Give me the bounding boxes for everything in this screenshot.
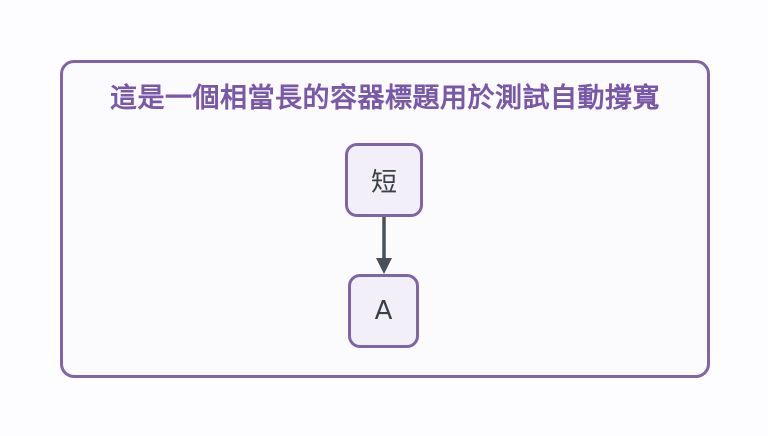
node-short[interactable]: 短 <box>345 143 423 217</box>
node-a[interactable]: A <box>348 274 419 348</box>
container-title: 這是一個相當長的容器標題用於測試自動撐寬 <box>110 83 660 114</box>
